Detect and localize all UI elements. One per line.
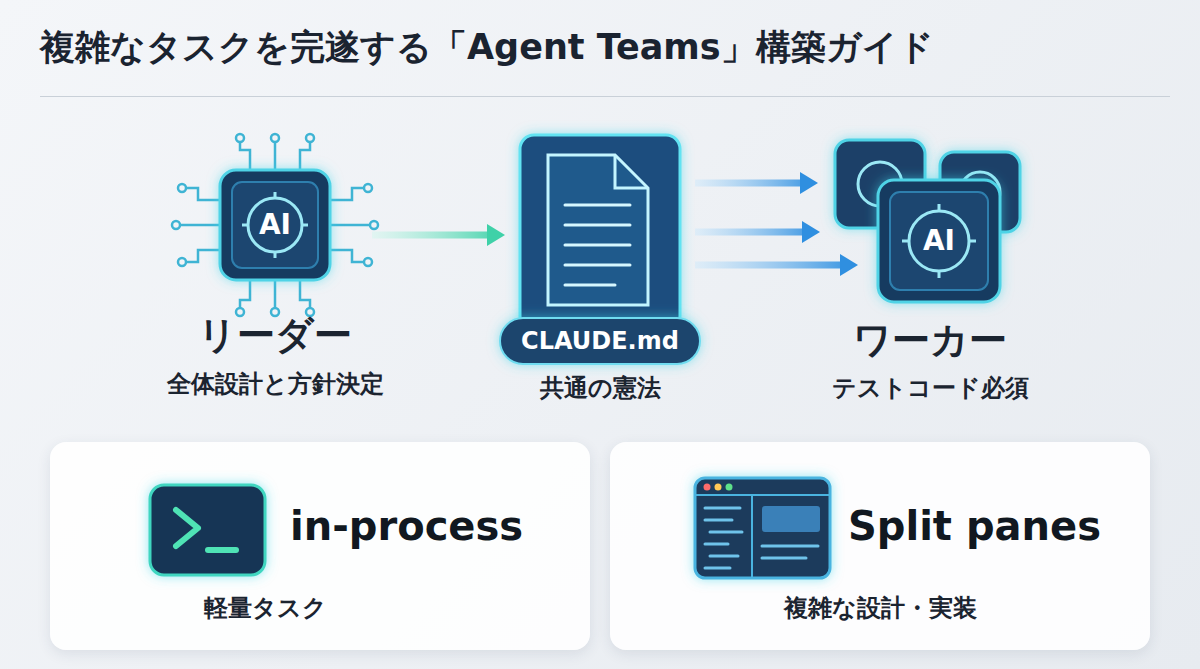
document-frame	[520, 135, 680, 330]
worker-chip-front	[878, 180, 1000, 302]
mode-use: 複雑な設計・実装	[680, 594, 1080, 623]
arrow-head	[840, 254, 858, 276]
chip-ring	[909, 211, 969, 271]
arrow-head	[802, 221, 820, 243]
flow-arrow	[695, 172, 858, 276]
mode-name: Split panes	[848, 502, 1101, 550]
chip-body	[220, 170, 330, 280]
chip-label: AI	[739, 224, 1139, 258]
diagram-title: 複雑なタスクを完遂する「Agent Teams」構築ガイド	[40, 24, 934, 71]
worker-chip-back	[835, 140, 925, 228]
role-heading: ワーカー	[730, 318, 1130, 364]
mode-name: in-process	[290, 502, 523, 550]
arrow-line	[695, 229, 806, 236]
window-dot	[726, 484, 733, 491]
chip-ring	[248, 198, 302, 252]
document-page	[548, 155, 648, 305]
terminal-icon	[150, 485, 265, 575]
arrow-line	[695, 180, 804, 187]
window-icon	[695, 478, 830, 578]
pane-block	[762, 506, 820, 532]
filename-pill	[500, 318, 700, 364]
chip-label: AI	[75, 208, 475, 242]
cursor-symbol	[208, 547, 236, 553]
role-description: テストコード必須	[730, 374, 1130, 403]
chip-ring	[960, 172, 1000, 212]
chip-core	[890, 192, 988, 290]
window-dot	[704, 484, 711, 491]
arrow-head	[487, 224, 505, 246]
constitution-document: CLAUDE.md共通の憲法	[500, 130, 700, 400]
code-lines	[705, 508, 742, 568]
worker-agents: AIワーカーテストコード必須	[830, 130, 1030, 400]
prompt-symbol	[176, 510, 198, 546]
leader-agent: AIリーダー全体設計と方針決定	[185, 150, 365, 400]
document-description: 共通の憲法	[400, 374, 800, 403]
window-dot	[715, 484, 722, 491]
flow-arrow	[372, 224, 505, 246]
arrow-head	[800, 172, 818, 194]
worker-chip-back	[940, 152, 1020, 232]
pane-divider	[751, 495, 753, 578]
document-lines	[565, 205, 630, 285]
mode-card: Split panes 複雑な設計・実装	[610, 442, 1150, 650]
role-heading: リーダー	[75, 313, 475, 359]
title-rule	[40, 96, 1170, 97]
mode-use: 軽量タスク	[65, 594, 465, 623]
chip-ticks	[902, 204, 976, 278]
pane-lines	[762, 546, 818, 558]
chip-ring	[858, 162, 902, 206]
leader-chip	[172, 134, 378, 316]
mode-card: in-process 軽量タスク	[50, 442, 590, 650]
window-bar	[695, 494, 830, 496]
file-name: CLAUDE.md	[400, 327, 800, 356]
chip-core	[232, 182, 318, 268]
role-description: 全体設計と方針決定	[75, 370, 475, 399]
page-fold	[615, 155, 648, 188]
arrow-line	[372, 232, 491, 239]
chip-ticks	[242, 192, 308, 258]
arrow-line	[695, 262, 844, 269]
